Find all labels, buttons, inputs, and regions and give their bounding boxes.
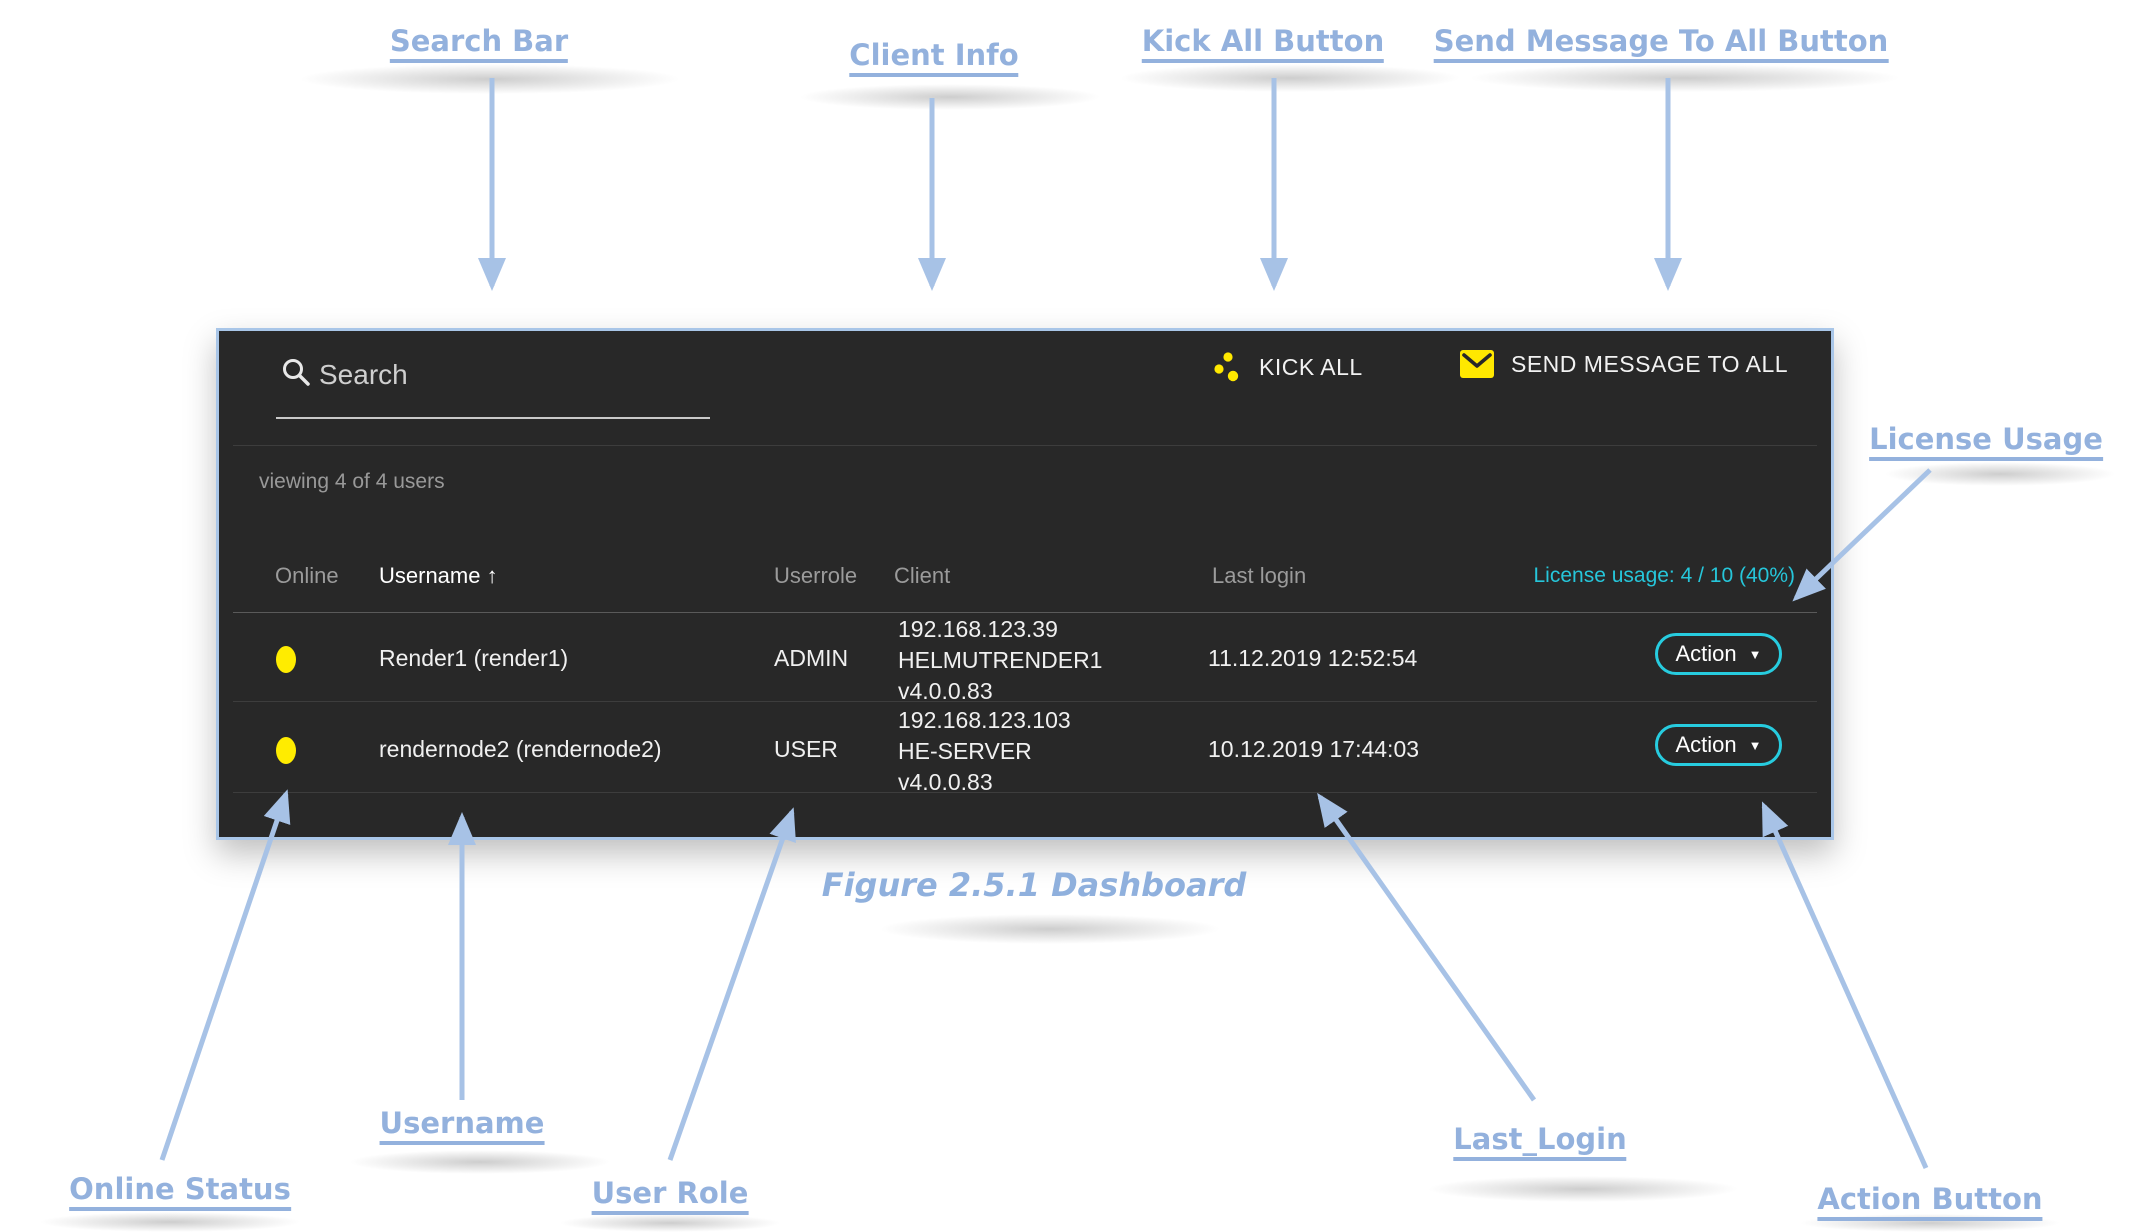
last-login-cell: 11.12.2019 12:52:54 [1208, 645, 1418, 671]
column-header-client[interactable]: Client [894, 563, 951, 588]
shadow-blob [40, 1212, 300, 1232]
envelope-icon [1460, 350, 1494, 378]
search-icon [283, 359, 310, 386]
send-message-label: SEND MESSAGE TO ALL [1511, 350, 1789, 377]
shadow-blob [1120, 64, 1460, 92]
action-label: Action [1675, 641, 1737, 666]
arrow-user-role [667, 807, 796, 1161]
arrow-online-status [159, 789, 291, 1161]
kick-all-label: KICK ALL [1259, 353, 1363, 380]
shadow-blob [1470, 64, 1900, 92]
sort-ascending-icon: ↑ [486, 563, 498, 588]
annotation-online-status: Online Status [69, 1172, 291, 1211]
row-divider [233, 792, 1817, 793]
last-login-cell: 10.12.2019 17:44:03 [1208, 736, 1420, 762]
client-version: v4.0.0.83 [898, 678, 993, 704]
figure-caption: Figure 2.5.1 Dashboard [821, 866, 1247, 904]
license-usage-text: License usage: 4 / 10 (40%) [1533, 564, 1796, 587]
client-host: HE-SERVER [898, 738, 1032, 764]
annotation-send-message: Send Message To All Button [1433, 24, 1889, 63]
shadow-blob [1428, 1176, 1738, 1202]
action-label: Action [1675, 732, 1737, 757]
dashboard-panel: KICK ALL SEND MESSAGE TO ALL viewing 4 o… [216, 328, 1834, 840]
online-status-indicator [276, 646, 296, 673]
shadow-blob [300, 64, 680, 94]
userrole-cell: ADMIN [774, 645, 849, 671]
column-header-userrole[interactable]: Userrole [774, 563, 858, 588]
action-dropdown-button[interactable]: Action ▼ [1655, 633, 1782, 675]
search-underline [276, 417, 710, 419]
annotation-last-login: Last_Login [1453, 1122, 1627, 1161]
annotation-client-info: Client Info [849, 38, 1019, 77]
annotation-action-button: Action Button [1817, 1182, 2043, 1221]
annotation-search-bar: Search Bar [389, 24, 569, 63]
shadow-blob [560, 1214, 780, 1232]
client-version: v4.0.0.83 [898, 769, 993, 795]
action-dropdown-button[interactable]: Action ▼ [1655, 724, 1782, 766]
username-cell: Render1 (render1) [379, 645, 569, 671]
userrole-cell: USER [774, 736, 838, 762]
column-header-username-label: Username [379, 563, 481, 588]
column-header-online[interactable]: Online [275, 563, 339, 588]
arrow-action-button [1761, 801, 1929, 1170]
client-host: HELMUTRENDER1 [898, 647, 1103, 673]
column-header-last-login[interactable]: Last login [1212, 563, 1307, 588]
chevron-down-icon: ▼ [1748, 646, 1762, 662]
send-message-to-all-button[interactable]: SEND MESSAGE TO ALL [1459, 349, 1788, 379]
annotation-username: Username [379, 1106, 545, 1145]
user-count-summary: viewing 4 of 4 users [259, 470, 445, 493]
toolbar-divider [233, 445, 1817, 446]
client-ip: 192.168.123.103 [898, 707, 1071, 733]
kick-all-button[interactable]: KICK ALL [1213, 349, 1363, 385]
shadow-blob [880, 914, 1220, 944]
shadow-blob [1885, 462, 2115, 486]
username-cell: rendernode2 (rendernode2) [379, 736, 662, 762]
row-divider [233, 701, 1817, 702]
shadow-blob [350, 1150, 610, 1174]
annotation-license-usage: License Usage [1869, 422, 2103, 461]
chevron-down-icon: ▼ [1748, 737, 1762, 753]
search-input[interactable] [319, 359, 719, 391]
arrow-last-login [1317, 792, 1537, 1102]
client-ip: 192.168.123.39 [898, 616, 1058, 642]
shadow-blob [800, 84, 1100, 110]
annotation-kick-all: Kick All Button [1141, 24, 1385, 63]
annotation-user-role: User Role [591, 1176, 749, 1215]
column-header-username[interactable]: Username ↑ [379, 563, 498, 589]
kick-all-dots-icon [1214, 352, 1239, 382]
header-divider [233, 612, 1817, 613]
online-status-indicator [276, 737, 296, 764]
